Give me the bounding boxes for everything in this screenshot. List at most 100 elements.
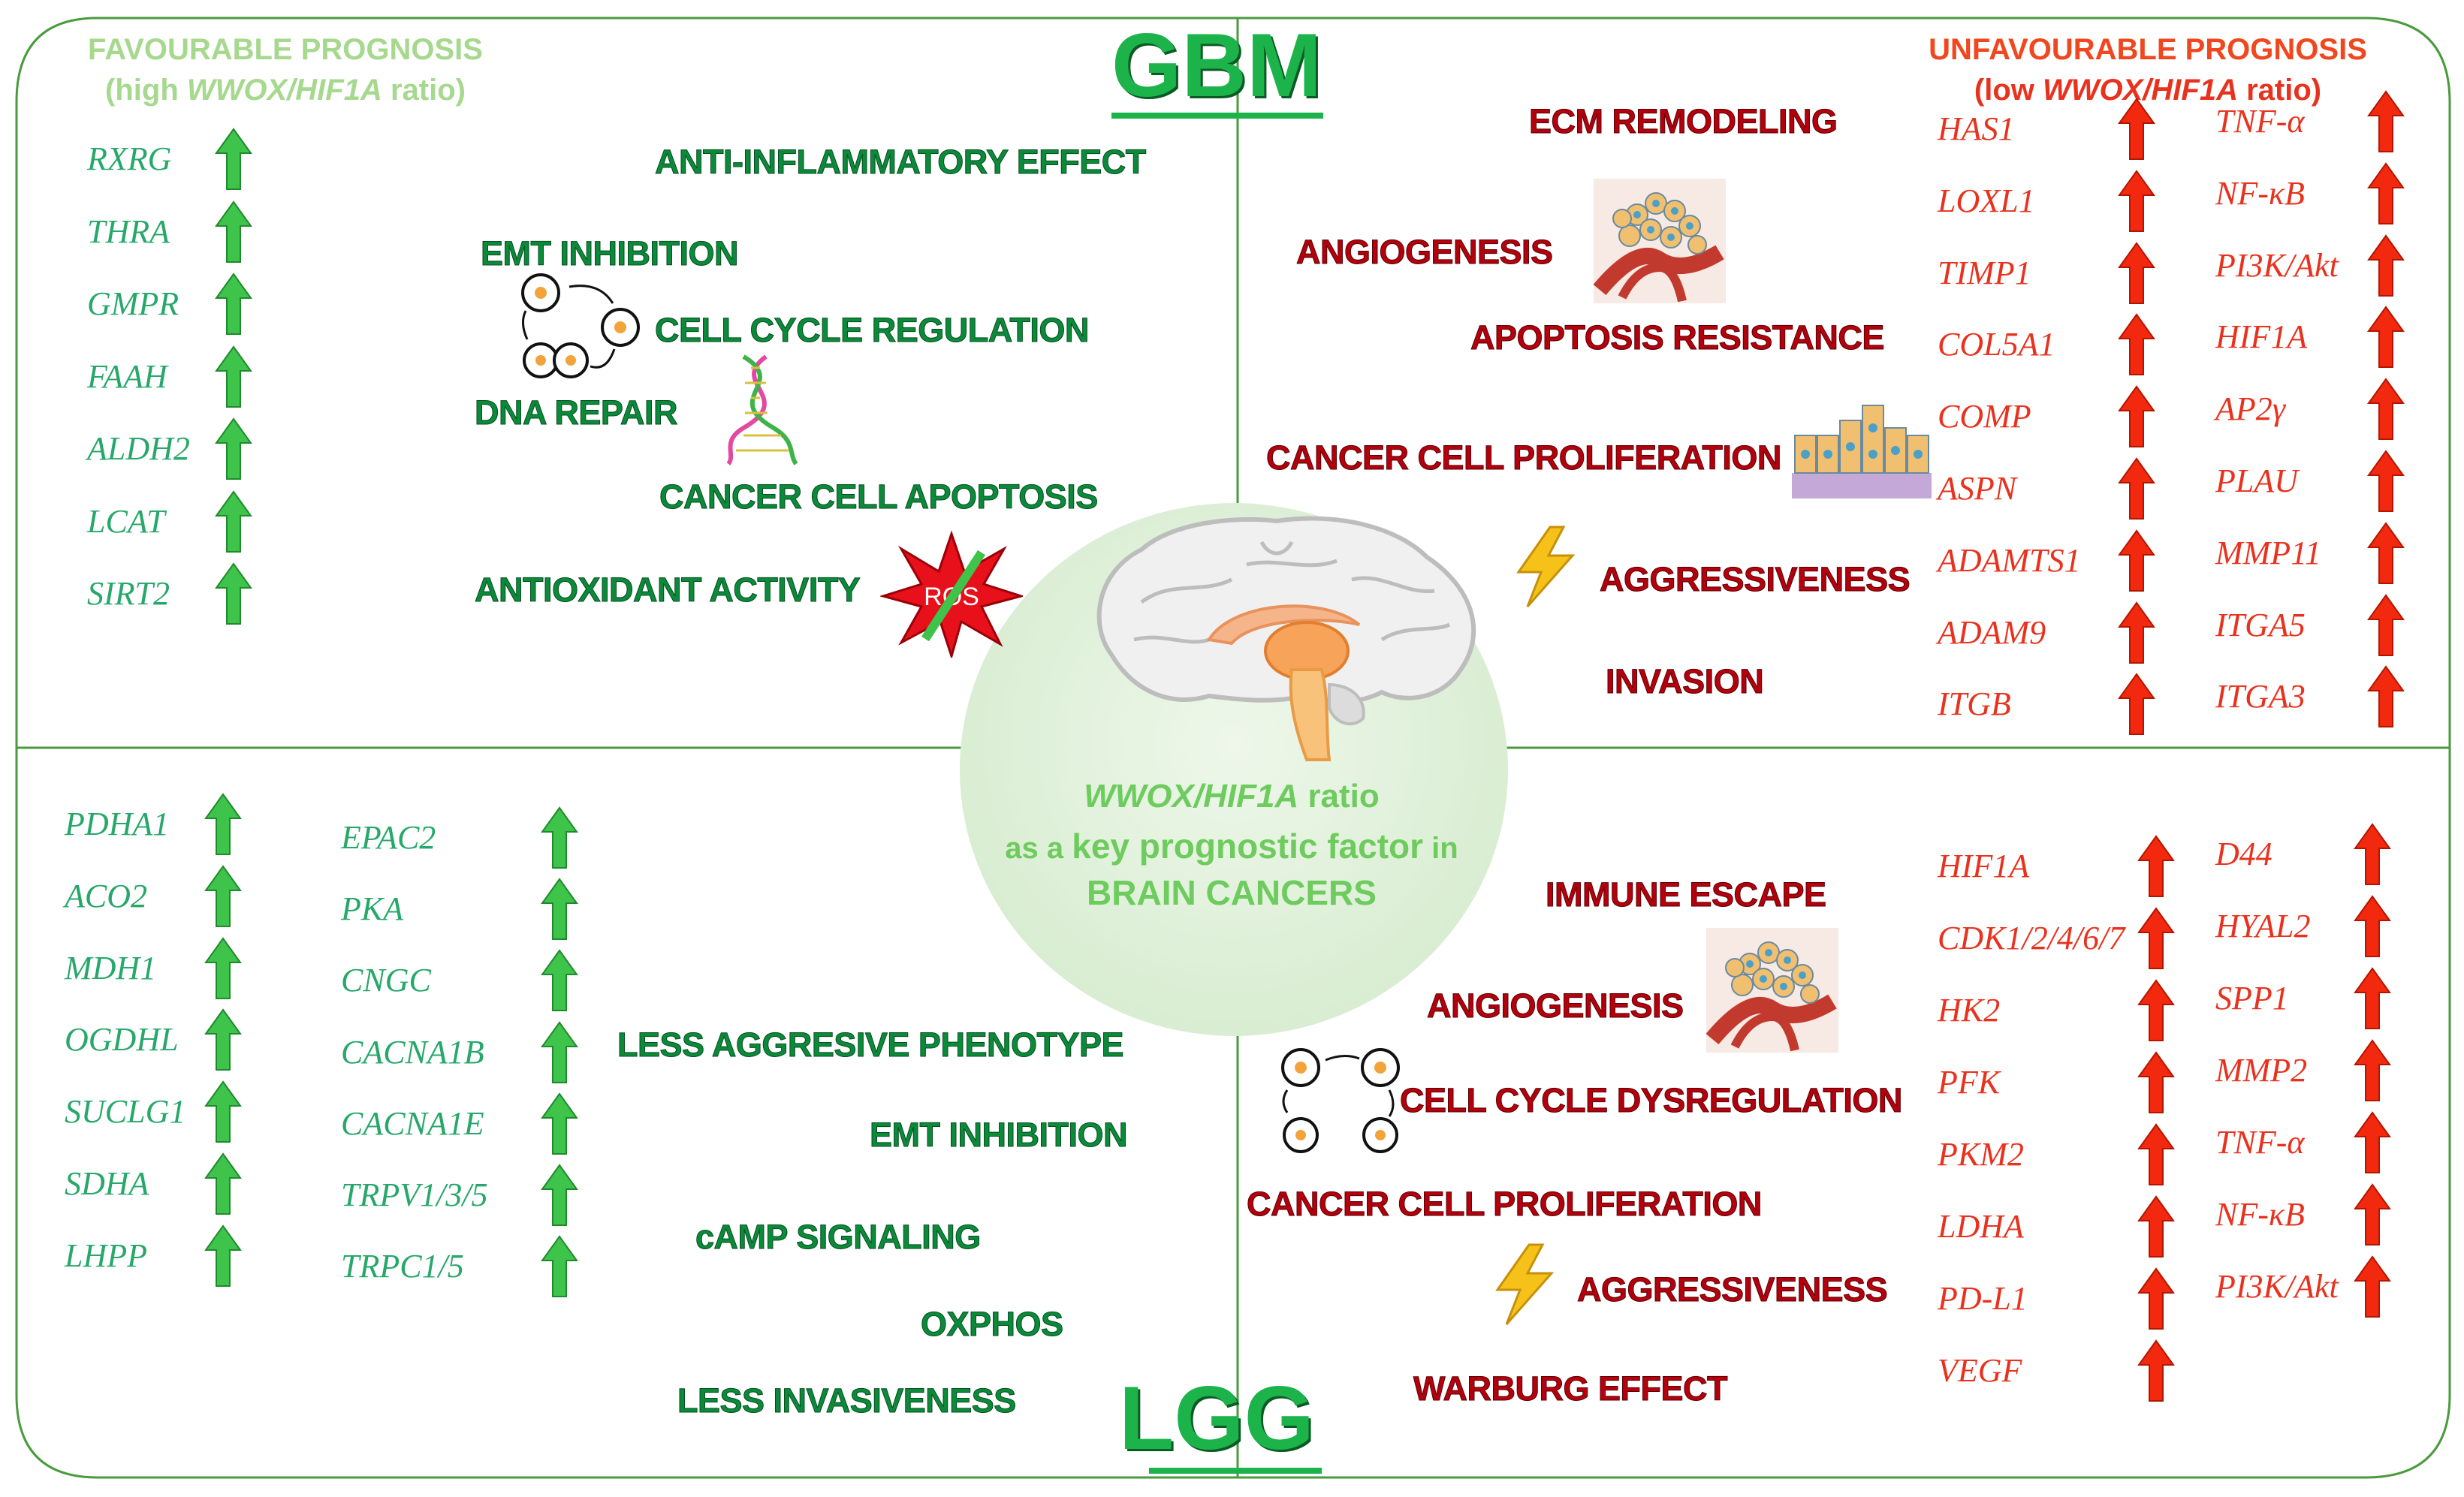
up-arrow-red-icon [2137, 1051, 2175, 1113]
lgg-immune-escape: IMMUNE ESCAPE [1546, 875, 1827, 914]
gene-label: GMPR [87, 285, 179, 322]
brain-illustration [1096, 516, 1476, 761]
up-arrow-green-icon [215, 200, 252, 263]
gene-label: ITGA3 [2215, 678, 2306, 715]
gene-label: RXRG [87, 140, 172, 177]
up-arrow-green-icon [204, 1080, 242, 1143]
gene-label: PI3K/Akt [2215, 1268, 2339, 1305]
gene-label: SIRT2 [87, 575, 170, 612]
gene-label: ADAMTS1 [1938, 541, 2081, 579]
up-arrow-red-icon [2367, 593, 2405, 656]
up-arrow-green-icon [541, 1235, 578, 1298]
up-arrow-green-icon [204, 1152, 242, 1215]
up-arrow-red-icon [2118, 385, 2155, 448]
favourable-subtitle: (high WWOX/HIF1A ratio) [105, 74, 466, 107]
up-arrow-red-icon [2137, 907, 2175, 969]
up-arrow-green-icon [215, 345, 252, 408]
gene-label: ACO2 [65, 877, 147, 914]
gene-label: SDHA [65, 1165, 149, 1202]
gbm-angiogenesis: ANGIOGENESIS [1296, 233, 1554, 272]
up-arrow-red-icon [2367, 90, 2405, 152]
center-line2: as a key prognostic factor in [1005, 827, 1458, 866]
gbm-aggressiveness: AGGRESSIVENESS [1599, 560, 1911, 599]
gene-label: NF-κB [2215, 174, 2305, 212]
gene-label: TNF-α [2215, 1124, 2305, 1161]
up-arrow-red-icon [2354, 1183, 2391, 1245]
up-arrow-green-icon [204, 865, 242, 927]
up-arrow-green-icon [541, 949, 578, 1012]
gene-label: HIF1A [2215, 318, 2308, 356]
up-arrow-red-icon [2367, 665, 2405, 728]
up-arrow-green-icon [215, 273, 252, 335]
lgg-warburg-effect: WARBURG EFFECT [1413, 1369, 1728, 1408]
title-lgg: LGG [1119, 1368, 1314, 1468]
lgg-less-aggressive: LESS AGGRESIVE PHENOTYPE [617, 1026, 1125, 1065]
gene-label: LCAT [87, 502, 165, 540]
up-arrow-red-icon [2118, 673, 2155, 736]
up-arrow-green-icon [215, 562, 252, 625]
gbm-cancer-cell-apoptosis: CANCER CELL APOPTOSIS [659, 477, 1099, 517]
gene-label: COL5A1 [1938, 326, 2055, 363]
up-arrow-red-icon [2367, 162, 2405, 224]
unfavourable-title: UNFAVOURABLE PROGNOSIS [1929, 33, 2367, 66]
gene-label: FAAH [87, 357, 167, 395]
gene-label: ASPN [1938, 470, 2017, 507]
lgg-aggressiveness: AGGRESSIVENESS [1576, 1270, 1888, 1309]
lgg-camp-signaling: cAMP SIGNALING [695, 1218, 982, 1257]
tumor-angiogenesis-icon [1593, 179, 1726, 303]
gene-label: ITGB [1938, 685, 2011, 723]
gbm-emt-inhibition: EMT INHIBITION [481, 234, 739, 273]
up-arrow-red-icon [2118, 170, 2155, 232]
gene-label: MMP2 [2215, 1052, 2308, 1089]
up-arrow-red-icon [2137, 1123, 2175, 1185]
gene-label: HK2 [1938, 992, 2001, 1029]
title-gbm-underline [1111, 113, 1323, 119]
gene-label: PKA [341, 890, 404, 928]
gbm-anti-inflammatory: ANTI-INFLAMMATORY EFFECT [655, 143, 1147, 182]
up-arrow-green-icon [204, 936, 242, 999]
title-gbm: GBM [1111, 15, 1322, 116]
gene-label: LDHA [1938, 1208, 2024, 1245]
up-arrow-red-icon [2137, 835, 2175, 897]
dna-icon [726, 354, 798, 465]
gbm-cancer-cell-proliferation: CANCER CELL PROLIFERATION [1266, 438, 1782, 477]
up-arrow-green-icon [215, 128, 252, 190]
gene-label: CACNA1E [341, 1104, 484, 1142]
gene-label: CACNA1B [341, 1033, 484, 1071]
gene-label: SPP1 [2215, 980, 2289, 1017]
gene-label: VEGF [1938, 1352, 2022, 1389]
up-arrow-red-icon [2367, 233, 2405, 297]
center-ratio-italic: WWOX/HIF1A [1084, 778, 1299, 815]
lgg-cancer-cell-proliferation: CANCER CELL PROLIFERATION [1247, 1185, 1763, 1224]
center-line1: WWOX/HIF1A ratio [1084, 778, 1380, 815]
lgg-cell-cycle-dysregulation: CELL CYCLE DYSREGULATION [1400, 1081, 1903, 1120]
gene-label: ALDH2 [87, 430, 190, 467]
gene-label: COMP [1938, 398, 2031, 435]
up-arrow-red-icon [2367, 450, 2405, 512]
up-arrow-red-icon [2367, 522, 2405, 584]
lgg-oxphos: OXPHOS [921, 1305, 1064, 1344]
up-arrow-green-icon [541, 1164, 578, 1226]
tumor-angiogenesis-icon-lgg [1705, 928, 1838, 1053]
up-arrow-green-icon [215, 489, 252, 553]
gene-label: PI3K/Akt [2215, 246, 2339, 284]
up-arrow-red-icon [2354, 895, 2391, 957]
up-arrow-red-icon [2354, 1255, 2391, 1318]
cell-cycle-icon [521, 273, 640, 378]
lightning-icon [1516, 526, 1576, 607]
gbm-cell-cycle-regulation: CELL CYCLE REGULATION [655, 311, 1090, 350]
up-arrow-green-icon [204, 1008, 242, 1071]
up-arrow-red-icon [2137, 1195, 2175, 1258]
lgg-angiogenesis: ANGIOGENESIS [1427, 986, 1684, 1026]
gene-label: THRA [87, 212, 170, 250]
up-arrow-red-icon [2367, 306, 2405, 369]
gene-label: MMP11 [2215, 534, 2321, 571]
outer-frame [15, 17, 2451, 1479]
lgg-less-invasiveness: LESS INVASIVENESS [677, 1381, 1017, 1420]
gene-label: CNGC [341, 962, 431, 999]
title-lgg-underline [1149, 1468, 1322, 1474]
gene-label: PKM2 [1938, 1136, 2024, 1173]
gene-label: TRPV1/3/5 [341, 1176, 488, 1213]
up-arrow-red-icon [2118, 601, 2155, 664]
